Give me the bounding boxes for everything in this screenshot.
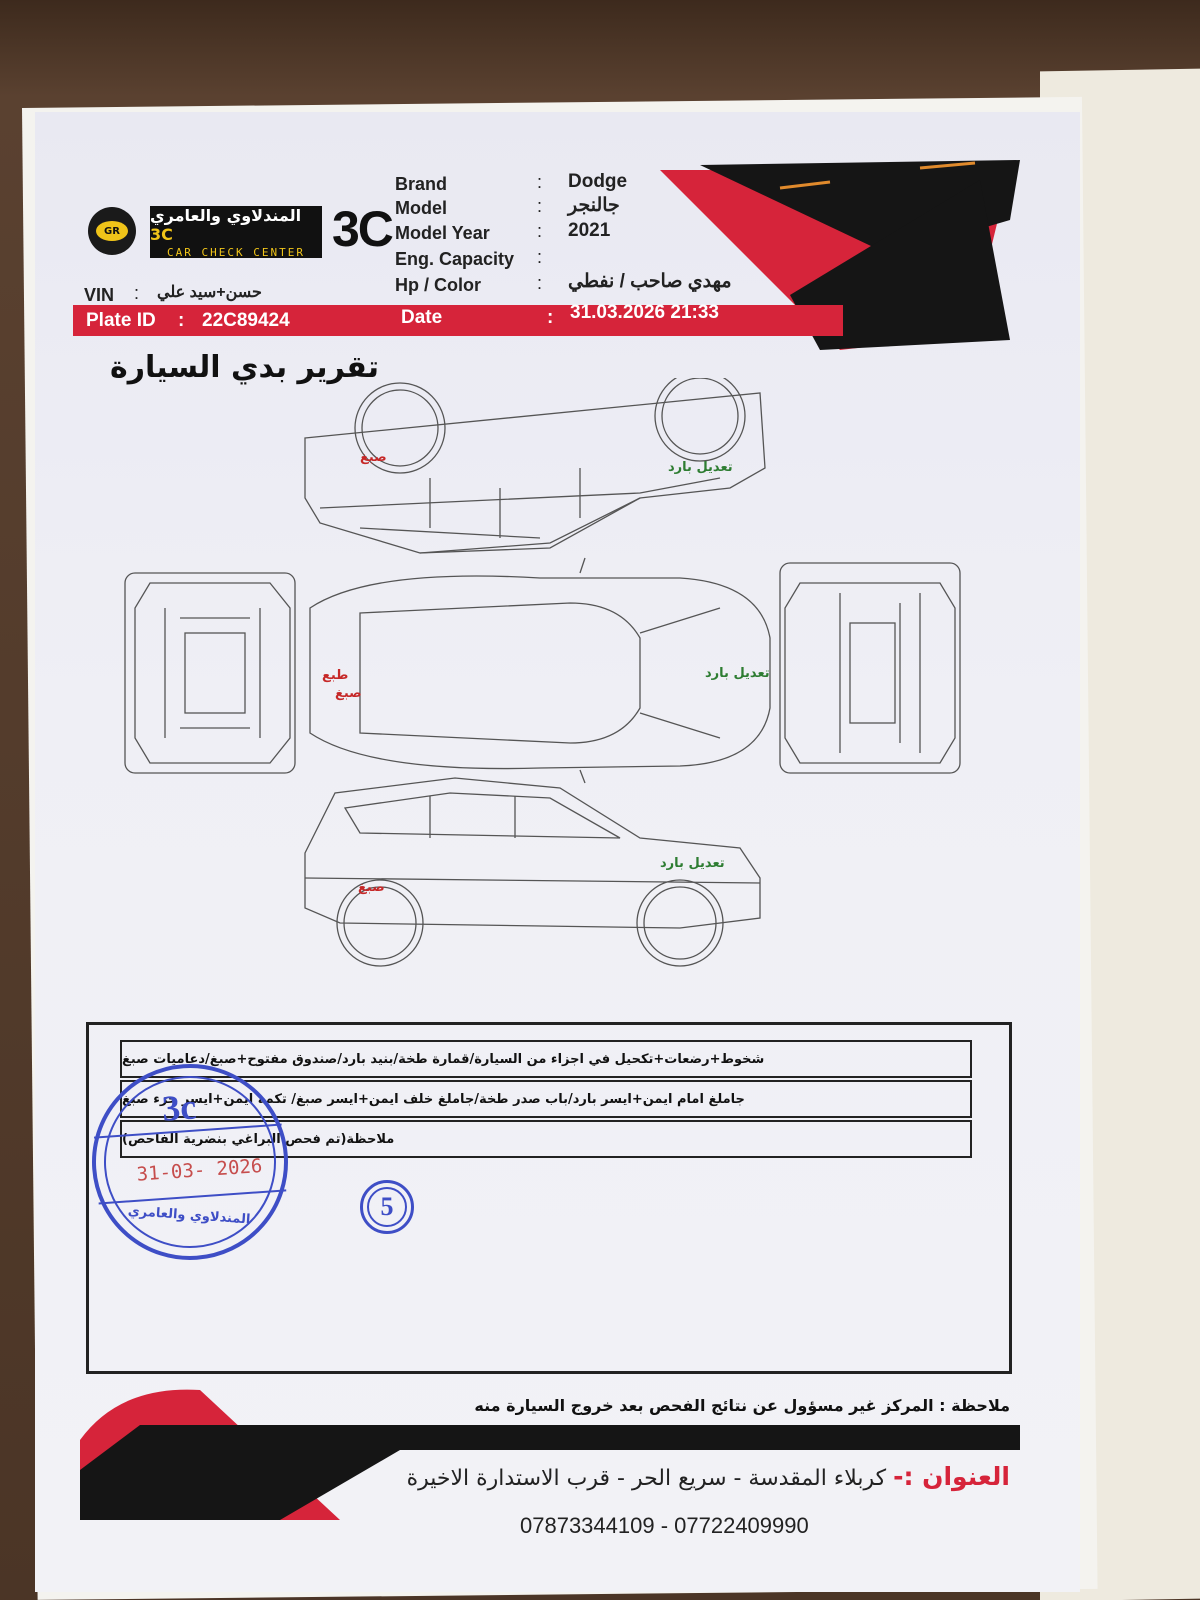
- plate-id-label: Plate ID: [86, 310, 156, 331]
- mark-middle-left-1: طبع: [322, 668, 349, 683]
- hp-color-value: مهدي صاحب / نفطي: [568, 271, 732, 292]
- mark-bottom-left: صبغ: [358, 880, 385, 895]
- stamp-logo: 3c: [160, 1086, 198, 1129]
- model-value: جالنجر: [568, 195, 620, 216]
- eng-capacity-colon: :: [537, 247, 543, 267]
- brand-value: Dodge: [568, 171, 628, 192]
- plate-id-value: 22C89424: [202, 310, 290, 331]
- car-check-center-logo: المندلاوي والعامري 3C CAR CHECK CENTER: [150, 205, 322, 259]
- model-year-colon: :: [537, 221, 543, 241]
- footer-swoosh-graphic: [80, 1389, 1020, 1520]
- mark-top-right: تعديل بارد: [668, 460, 733, 475]
- date-value: 31.03.2026 21:33: [570, 302, 719, 323]
- date-label: Date: [401, 307, 443, 328]
- logo-text-ar: المندلاوي والعامري: [150, 205, 302, 225]
- address-value: كربلاء المقدسة - سريع الحر - قرب الاستدا…: [406, 1466, 887, 1491]
- car-side-view: [304, 777, 761, 967]
- finding-row-1: شخوط+رضعات+تكحيل في اجزاء من السيارة/قما…: [120, 1040, 972, 1078]
- vin-colon: :: [134, 283, 140, 303]
- plate-date-bar: [73, 305, 843, 336]
- car-body-diagram: [124, 378, 961, 967]
- model-year-value: 2021: [568, 220, 611, 241]
- model-year-label: Model Year: [395, 223, 490, 243]
- mark-middle-left-2: صبغ: [335, 686, 362, 701]
- finding-row-3: ملاحظة(تم فحص البراغي بنضرية الفاحص): [120, 1120, 972, 1158]
- plate-id-colon: :: [178, 310, 185, 331]
- car-side-view-inverted: [304, 378, 766, 554]
- report-title: تقرير بدي السيارة: [110, 350, 379, 385]
- badge-text: GR: [96, 221, 128, 241]
- mark-top-left: صبغ: [360, 450, 387, 465]
- car-rear-view: [779, 562, 961, 774]
- disclaimer-note: ملاحظة : المركز غير مسؤول عن نتائج الفحص…: [474, 1396, 1010, 1415]
- findings-box: [86, 1022, 1012, 1374]
- logo-text-en: CAR CHECK CENTER: [167, 245, 305, 259]
- footer-black-shape: [80, 1425, 1020, 1520]
- address-line: العنوان :- كربلاء المقدسة - سريع الحر - …: [360, 1462, 1010, 1491]
- mark-bottom-right: تعديل بارد: [660, 856, 725, 871]
- swoosh-black-shape-2: [790, 180, 1010, 350]
- date-colon: :: [547, 307, 554, 328]
- phone-numbers: 07873344109 - 07722409990: [520, 1513, 809, 1538]
- mark-middle-right: تعديل بارد: [705, 666, 770, 681]
- model-label: Model: [395, 198, 447, 218]
- swoosh-orange-stroke: [779, 180, 831, 190]
- logo-brand-mark: 3C: [150, 224, 173, 244]
- inspector-number: 5: [367, 1187, 407, 1227]
- car-top-view: [309, 557, 771, 784]
- car-front-view: [124, 572, 296, 774]
- brand-label: Brand: [395, 174, 448, 194]
- eng-capacity-label: Eng. Capacity: [395, 249, 515, 269]
- header-swoosh-graphic: [660, 160, 1020, 350]
- hp-color-colon: :: [537, 273, 543, 293]
- inspector-number-stamp: 5: [360, 1180, 414, 1234]
- hp-color-label: Hp / Color: [395, 275, 481, 295]
- vin-label: VIN: [84, 285, 115, 305]
- brand-colon: :: [537, 172, 543, 192]
- big-3c-logo: 3C: [332, 201, 394, 257]
- model-colon: :: [537, 196, 543, 216]
- vin-value: حسن+سيد علي: [157, 284, 262, 301]
- gr-badge-logo: GR: [88, 207, 136, 255]
- swoosh-orange-stroke-2: [919, 161, 976, 170]
- finding-row-2: جاملغ امام ايمن+ايسر بارد/باب صدر طخة/جا…: [120, 1080, 972, 1118]
- inspection-report-page: [35, 112, 1080, 1592]
- address-label: العنوان :-: [893, 1462, 1010, 1491]
